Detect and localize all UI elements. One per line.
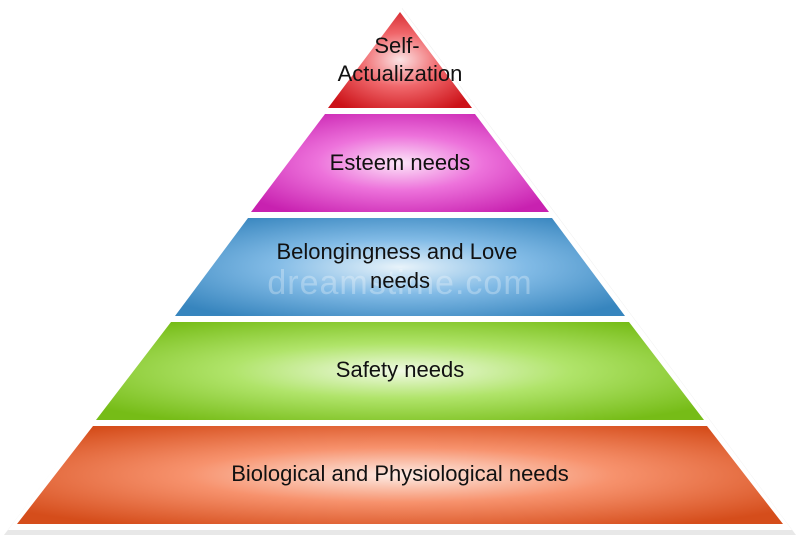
tier-belonging-label: Belongingness and Love needs: [276, 239, 523, 293]
tier-esteem-label: Esteem needs: [330, 150, 471, 175]
tier-biological-label: Biological and Physiological needs: [231, 461, 569, 486]
tier-safety-label: Safety needs: [336, 357, 464, 382]
tier-biological-line-1: Biological and Physiological needs: [231, 461, 569, 486]
tier-self-actualization-band: [328, 12, 472, 108]
tier-belonging-line-2: needs: [370, 268, 430, 293]
tier-belonging-band: [175, 218, 625, 316]
tier-biological-band: [17, 426, 783, 524]
tier-safety-band: [96, 322, 704, 420]
tier-self-actualization-line-2: Actualization: [338, 61, 463, 86]
tier-safety-line-1: Safety needs: [336, 357, 464, 382]
tier-esteem-band: [251, 114, 549, 212]
tier-esteem-line-1: Esteem needs: [330, 150, 471, 175]
tier-self-actualization-line-1: Self-: [374, 33, 419, 58]
tier-self-actualization-label: Self- Actualization: [338, 33, 463, 86]
watermark: dreamstime.com: [267, 264, 532, 302]
tier-belonging-line-1: Belongingness and Love: [276, 239, 517, 264]
